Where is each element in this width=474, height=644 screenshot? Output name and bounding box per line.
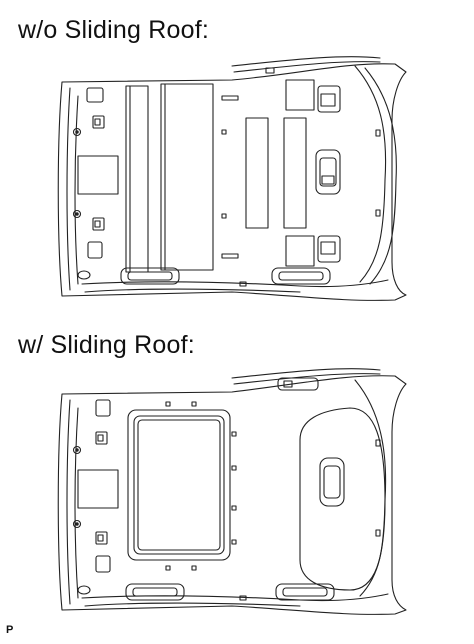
assist-grip-left — [121, 268, 179, 284]
headliner-with-sliding-roof — [58, 369, 406, 615]
centre-strip-1 — [246, 118, 268, 228]
front-contour — [355, 66, 386, 282]
console-box-upper-2 — [96, 400, 110, 416]
screw-1 — [74, 129, 81, 136]
grommet — [78, 271, 90, 279]
screw-2 — [74, 211, 81, 218]
front-box-upper — [286, 80, 314, 110]
top-clip-2 — [278, 378, 318, 390]
sliding-roof-opening — [128, 410, 230, 560]
assist-grip-right-2 — [276, 584, 334, 600]
rear-edge-trim-2 — [82, 594, 388, 601]
console-box-upper — [87, 88, 103, 102]
headliner-without-sliding-roof — [58, 57, 406, 301]
assist-grip-left-2 — [126, 584, 184, 600]
front-edge-trim — [232, 57, 380, 66]
console-box-lower — [88, 242, 102, 258]
panel-left — [78, 156, 118, 194]
strip-2 — [161, 84, 213, 270]
rear-edge-trim — [82, 280, 388, 287]
headliner-inner-edge — [67, 88, 70, 290]
front-recess — [300, 408, 385, 590]
centre-strip-2 — [284, 118, 306, 228]
headliner-outline-2 — [58, 376, 406, 615]
figure-code: P — [6, 624, 14, 636]
clip-lower — [93, 218, 104, 230]
caption-with-sliding-roof: w/ Sliding Roof: — [18, 331, 195, 359]
assist-grip-right — [272, 268, 330, 284]
headliner-outline — [58, 64, 406, 301]
panel-left-2 — [78, 470, 118, 508]
strip-1 — [126, 86, 148, 272]
clip-upper — [93, 116, 104, 128]
dome-lamp — [316, 150, 340, 194]
front-box-lower — [286, 236, 314, 266]
console-box-lower-2 — [96, 556, 110, 572]
caption-without-sliding-roof: w/o Sliding Roof: — [18, 16, 209, 44]
front-edge-trim-2 — [232, 369, 380, 378]
dome-lamp-2 — [320, 458, 344, 506]
